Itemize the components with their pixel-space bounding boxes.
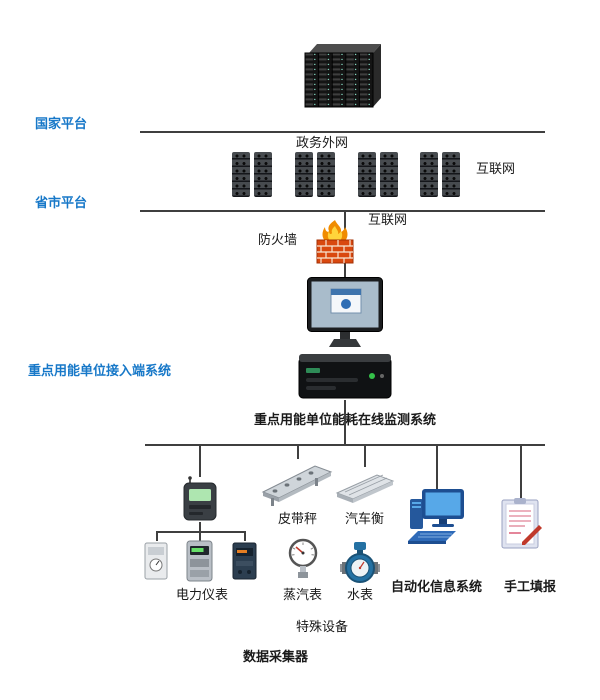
label-firewall: 防火墙 <box>258 232 298 247</box>
server-stack-icon <box>420 152 460 197</box>
server-stack-icon <box>295 152 335 197</box>
collector-down-line <box>199 522 201 531</box>
label-internet-national: 互联网 <box>476 161 516 176</box>
server-column <box>295 152 313 197</box>
label-data-collector: 数据采集器 <box>243 649 309 664</box>
drop-line-collector <box>199 444 201 477</box>
drop-line-meter-1 <box>156 531 158 541</box>
device-bus-line <box>145 444 545 446</box>
national-platform-divider-line <box>140 131 545 133</box>
label-steam-meter: 蒸汽表 <box>283 587 323 602</box>
belt-scale-icon <box>261 458 333 508</box>
server-column <box>442 152 460 197</box>
power-meter-icon <box>144 541 168 581</box>
trunk-line-chassis-to-bus <box>344 400 346 444</box>
drop-line-meter-2 <box>199 531 201 541</box>
firewall-flame-brick-icon <box>316 220 354 264</box>
label-water-meter: 水表 <box>347 587 374 602</box>
server-column <box>380 152 398 197</box>
server-stack-icon <box>358 152 398 197</box>
truck-scale-icon <box>335 465 395 509</box>
server-column <box>254 152 272 197</box>
clipboard-pen-icon <box>499 497 543 551</box>
label-province-platform: 省市平台 <box>35 195 88 210</box>
label-belt-scale: 皮带秤 <box>278 511 318 526</box>
label-gov-external-net: 政务外网 <box>296 135 349 150</box>
server-column <box>232 152 250 197</box>
server-rack-cluster-icon <box>303 42 383 108</box>
drop-line-automation <box>436 444 438 490</box>
province-platform-divider-line <box>140 210 545 212</box>
computer-workstation-icon <box>406 489 468 547</box>
power-meter-icon <box>232 541 257 581</box>
meter-bus-line <box>156 531 246 533</box>
server-chassis-icon <box>298 352 392 400</box>
label-automation-system: 自动化信息系统 <box>391 579 483 594</box>
label-truck-scale: 汽车衡 <box>345 511 385 526</box>
server-stack-icon <box>232 152 272 197</box>
label-manual-report: 手工填报 <box>504 579 557 594</box>
drop-line-truck-scale <box>364 444 366 467</box>
server-column <box>420 152 438 197</box>
data-collector-device-icon <box>181 476 219 522</box>
drop-line-manual-report <box>520 444 522 498</box>
drop-line-meter-3 <box>244 531 246 541</box>
label-internet-province: 互联网 <box>368 212 408 227</box>
drop-line-belt-scale <box>297 444 299 459</box>
water-meter-icon <box>340 540 380 586</box>
label-national-platform: 国家平台 <box>35 116 88 131</box>
power-meter-icon <box>186 540 213 582</box>
pressure-gauge-icon <box>287 538 319 580</box>
monitor-icon <box>307 277 383 351</box>
label-special-equipment: 特殊设备 <box>296 619 349 634</box>
server-column <box>317 152 335 197</box>
label-power-meter: 电力仪表 <box>176 587 229 602</box>
label-access-system: 重点用能单位接入端系统 <box>28 363 172 378</box>
server-column <box>358 152 376 197</box>
